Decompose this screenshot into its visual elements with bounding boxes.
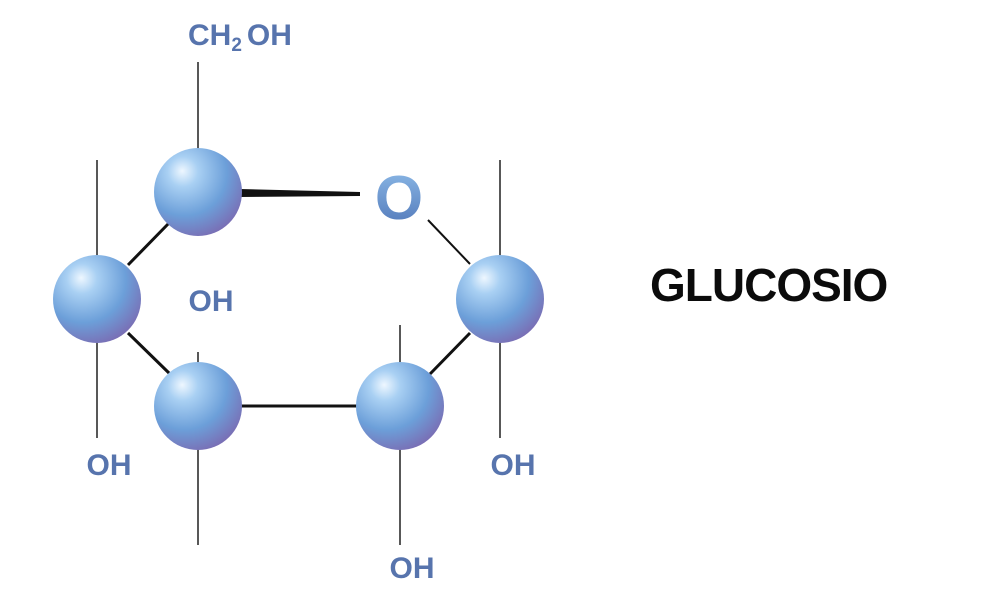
atom-c1 xyxy=(456,255,544,343)
hydroxyl-label-c4-top: OH xyxy=(189,285,234,318)
hydroxyl-label-c3: OH xyxy=(390,552,435,585)
atom-c4 xyxy=(154,362,242,450)
bond-c5-c6 xyxy=(126,220,172,267)
ring-bonds xyxy=(126,219,472,408)
bond-c3-c1 xyxy=(428,331,472,376)
ring-oxygen-label: O xyxy=(375,164,423,233)
bond-o-c1 xyxy=(427,219,471,265)
ch2oh-main: CH xyxy=(188,19,231,52)
ch2oh-tail: OH xyxy=(247,19,292,52)
bond-c5-c4 xyxy=(126,331,172,376)
atom-c6 xyxy=(154,148,242,236)
atom-c5 xyxy=(53,255,141,343)
molecule-title: GLUCOSIO xyxy=(650,259,888,311)
bond-c6-o xyxy=(240,189,360,197)
substituent-lines xyxy=(96,62,501,545)
ring-atoms xyxy=(53,148,544,450)
atom-c3 xyxy=(356,362,444,450)
hydroxyl-label-c5: OH xyxy=(87,449,132,482)
hydroxyl-label-c1: OH xyxy=(491,449,536,482)
ch2oh-subscript: 2 xyxy=(231,35,242,56)
